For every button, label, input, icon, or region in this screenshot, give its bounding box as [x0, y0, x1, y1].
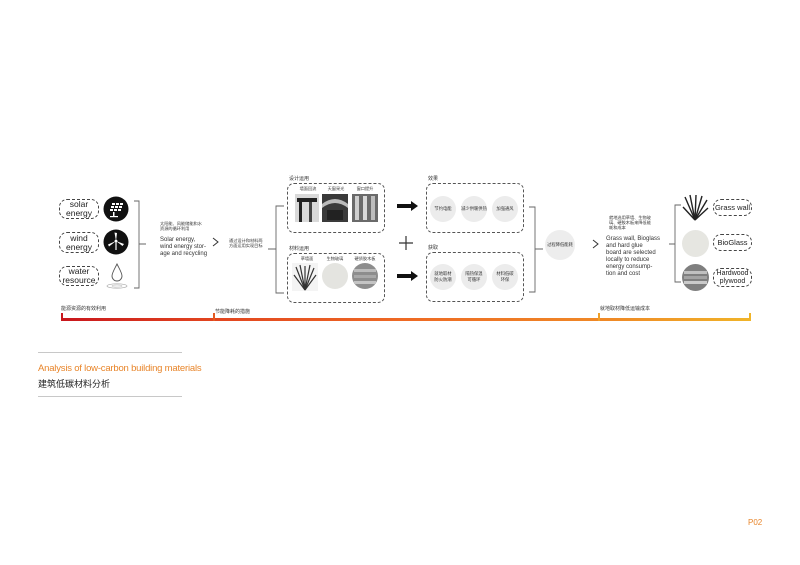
- title-rule-bottom: [38, 396, 182, 397]
- wall-return-photo: [295, 194, 319, 222]
- water-drop-icon: [106, 262, 128, 289]
- material-item-1: 草墙面: [300, 256, 314, 261]
- solar-energy-label: solar energy: [59, 199, 99, 219]
- material-item-2: 生物玻璃: [326, 256, 344, 261]
- bioglass-small-photo: [322, 263, 348, 289]
- solar-panel-icon: [103, 196, 129, 222]
- grass-wall-label: Grass wall: [713, 199, 752, 216]
- window-lift-photo: [352, 194, 378, 222]
- local-note-en: Grass wall, Bioglass and hard glue board…: [606, 236, 661, 277]
- process-bracket: [529, 206, 543, 293]
- grass-wall-photo: [682, 194, 709, 221]
- stage-label-1: 能源资源的有效利用: [61, 306, 107, 312]
- stage-tick-1: [61, 313, 63, 321]
- design-item-1: 墙面回流: [299, 186, 317, 191]
- grass-wall-small-photo: [292, 263, 318, 291]
- bioglass-photo: [682, 230, 709, 257]
- plywood-small-photo: [352, 263, 378, 289]
- material-group-box: [287, 253, 385, 303]
- design-group-title: 设计运用: [289, 176, 310, 182]
- effect-item-1: 节约电能: [430, 196, 456, 222]
- stage-tick-3: [598, 313, 600, 321]
- benefit-item-3: 材料低碳 环保: [492, 264, 518, 290]
- benefit-group-box: [426, 252, 524, 302]
- design-group-box: [287, 183, 385, 233]
- hardwood-plywood-photo: [682, 264, 709, 291]
- stage-label-2: 节能降耗的措施: [215, 309, 251, 315]
- effect-group-box: [426, 183, 524, 233]
- effect-item-3: 加强通风: [492, 196, 518, 222]
- stage-tick-4: [749, 313, 751, 321]
- skylight-photo: [322, 194, 348, 222]
- resource-bracket: [134, 200, 146, 289]
- material-item-3: 硬质胶木板: [354, 256, 376, 261]
- title-en: Analysis of low-carbon building material…: [38, 363, 202, 374]
- design-item-2: 天窗采光: [327, 186, 345, 191]
- materials-bracket: [669, 204, 681, 283]
- benefit-group-title: 获取: [428, 245, 439, 251]
- title-rule-top: [38, 352, 182, 353]
- local-note-cn: 就地选用草墙、生物玻 璃、硬胶木板来降低能 耗和成本: [609, 215, 651, 230]
- arrow-to-effect: [397, 201, 418, 211]
- arrow-to-benefit: [397, 271, 418, 281]
- material-group-title: 材料运用: [289, 246, 310, 252]
- process-label: 过程降低能耗: [545, 230, 575, 260]
- arrow-to-design: [212, 237, 219, 247]
- benefit-item-1: 就地取材 防火防潮: [430, 264, 456, 290]
- benefit-item-2: 隔热保温 可循环: [461, 264, 487, 290]
- design-bracket: [268, 205, 284, 294]
- title-cn: 建筑低碳材料分析: [38, 379, 111, 389]
- design-note-cn: 通过设计和材料两 方面运用实现目标: [229, 238, 263, 248]
- plus-icon: [399, 236, 413, 250]
- effect-group-title: 效果: [428, 176, 439, 182]
- bioglass-label: BioGlass: [713, 234, 752, 251]
- stage-bar: [61, 318, 751, 321]
- resource-note-cn: 太阳能、风能储能和水 资源的循环利用: [160, 221, 202, 231]
- hardwood-plywood-label: Hardwood plywood: [713, 268, 752, 287]
- arrow-to-local: [592, 239, 599, 249]
- design-item-3: 窗口提升: [356, 186, 374, 191]
- wind-energy-label: wind energy: [59, 232, 99, 253]
- resource-note-en: Solar energy, wind energy stor- age and …: [160, 237, 208, 257]
- wind-turbine-icon: [103, 229, 129, 255]
- stage-label-3: 就地取材降低运输成本: [600, 306, 651, 312]
- effect-item-2: 减少供暖供热: [461, 196, 487, 222]
- stage-tick-2: [213, 313, 215, 321]
- water-resource-label: water resource: [59, 266, 99, 286]
- page-number: P02: [748, 518, 763, 527]
